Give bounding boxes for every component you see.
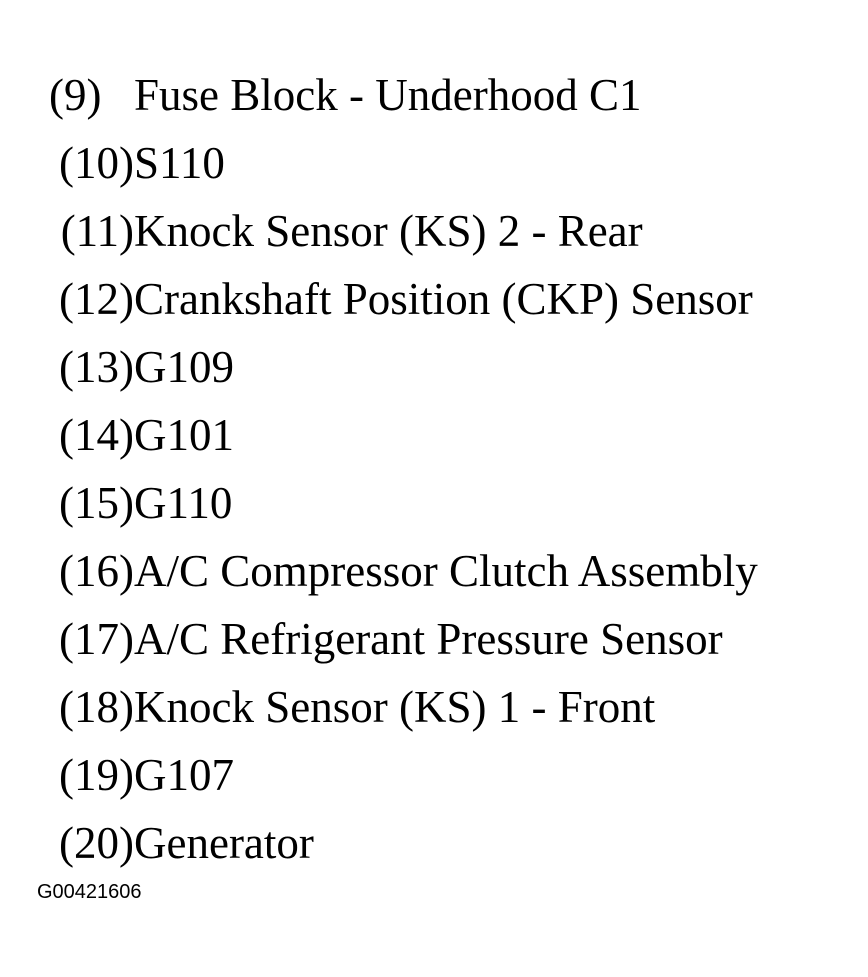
legend-item-number: (11) <box>60 206 134 256</box>
legend-item-label: Crankshaft Position (CKP) Sensor <box>134 274 753 324</box>
legend-item: (13)G109 <box>37 338 857 406</box>
legend-item: (12)Crankshaft Position (CKP) Sensor <box>37 270 857 338</box>
legend-item-label: A/C Compressor Clutch Assembly <box>134 546 758 596</box>
legend-item-number: (17) <box>59 614 134 664</box>
legend-item-label: Knock Sensor (KS) 2 - Rear <box>134 206 643 256</box>
legend-item: (20)Generator <box>37 814 857 882</box>
legend-item-number: (16) <box>59 546 134 596</box>
component-legend: (9) Fuse Block - Underhood C1 (10)S110 (1… <box>37 66 857 882</box>
legend-item: (19)G107 <box>37 746 857 814</box>
legend-item: (17)A/C Refrigerant Pressure Sensor <box>37 610 857 678</box>
legend-item-number: (9) <box>49 70 102 120</box>
legend-item: (16)A/C Compressor Clutch Assembly <box>37 542 857 610</box>
legend-item-number: (12) <box>59 274 134 324</box>
legend-item-number: (20) <box>59 818 134 868</box>
figure-id: G00421606 <box>37 881 142 903</box>
legend-item: (9) Fuse Block - Underhood C1 <box>37 66 857 134</box>
legend-item-number: (13) <box>59 342 134 392</box>
legend-item-number: (15) <box>59 478 134 528</box>
legend-item-label: G110 <box>134 478 233 528</box>
legend-item-label: Fuse Block - Underhood C1 <box>134 70 642 120</box>
legend-item: (14)G101 <box>37 406 857 474</box>
legend-item-label: Generator <box>134 818 314 868</box>
legend-item-number: (19) <box>59 750 134 800</box>
legend-item-number: (14) <box>59 410 134 460</box>
legend-item-label: G109 <box>134 342 234 392</box>
legend-item: (15)G110 <box>37 474 857 542</box>
legend-item-label: A/C Refrigerant Pressure Sensor <box>134 614 723 664</box>
legend-item-number: (18) <box>59 682 134 732</box>
legend-item: (10)S110 <box>37 134 857 202</box>
legend-item-number: (10) <box>59 138 134 188</box>
legend-item-label: S110 <box>134 138 225 188</box>
legend-item: (11)Knock Sensor (KS) 2 - Rear <box>37 202 857 270</box>
legend-item: (18)Knock Sensor (KS) 1 - Front <box>37 678 857 746</box>
legend-item-label: Knock Sensor (KS) 1 - Front <box>134 682 656 732</box>
legend-item-label: G101 <box>134 410 234 460</box>
legend-item-label: G107 <box>134 750 234 800</box>
